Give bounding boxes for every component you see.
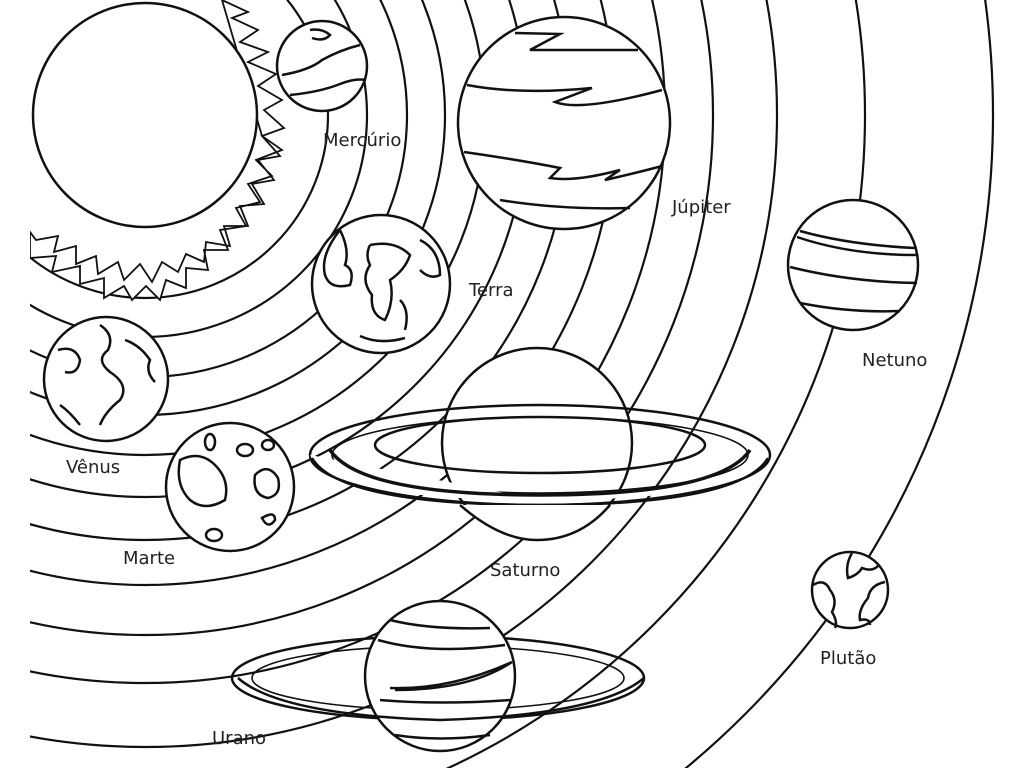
label-urano: Urano xyxy=(212,728,267,749)
jupiter-icon xyxy=(456,15,672,231)
saturn-icon xyxy=(308,346,772,542)
label-terra: Terra xyxy=(469,280,514,301)
label-jupiter: Júpiter xyxy=(672,197,731,218)
label-marte: Marte xyxy=(123,548,176,569)
label-plutao: Plutão xyxy=(820,648,877,669)
earth-icon xyxy=(310,213,452,355)
label-netuno: Netuno xyxy=(862,350,928,371)
label-mercurio: Mercúrio xyxy=(323,130,402,151)
pluto-icon xyxy=(810,550,890,630)
mercury-icon xyxy=(275,19,369,113)
sun-icon xyxy=(0,0,311,768)
label-venus: Vênus xyxy=(66,457,121,478)
venus-icon xyxy=(42,315,170,443)
uranus-icon xyxy=(230,599,646,753)
mars-icon xyxy=(164,421,296,553)
neptune-icon xyxy=(786,198,920,332)
label-saturno: Saturno xyxy=(490,560,561,581)
